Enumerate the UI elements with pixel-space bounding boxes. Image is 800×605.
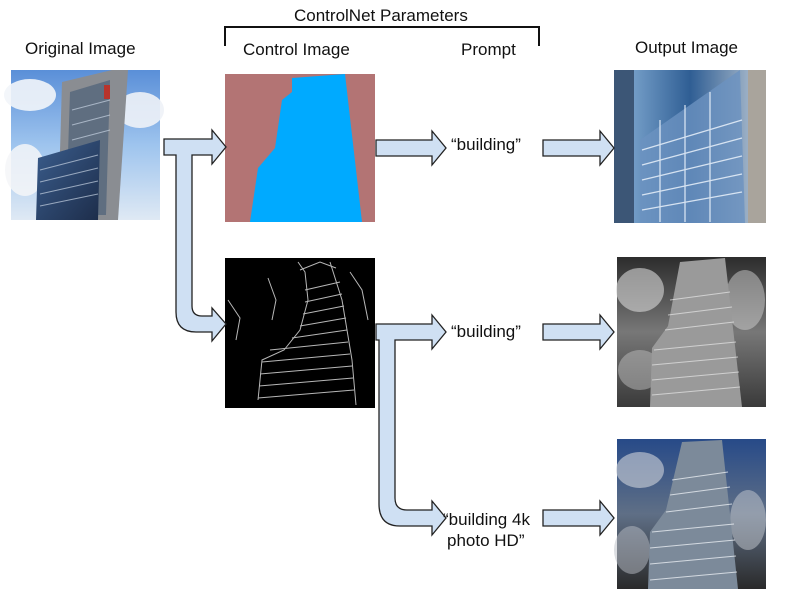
prompt-text-3-line1: “building 4k (443, 510, 530, 529)
arrow-original-to-control-images (163, 128, 227, 343)
segmentation-control-image (225, 74, 375, 222)
edge-map-control-image (225, 258, 375, 408)
arrow-prompt1-to-output1 (542, 129, 615, 167)
header-original-image: Original Image (25, 39, 136, 58)
output-image-3 (614, 439, 766, 589)
header-control-image: Control Image (243, 40, 350, 59)
arrow-control2-to-prompts (375, 313, 447, 537)
header-prompt: Prompt (461, 40, 516, 59)
arrow-prompt3-to-output3 (542, 499, 615, 537)
header-controlnet-parameters: ControlNet Parameters (294, 6, 468, 25)
header-output-image: Output Image (635, 38, 739, 57)
original-image (4, 70, 164, 220)
output-image-2 (616, 257, 766, 407)
prompt-text-1: “building” (451, 135, 521, 154)
arrow-prompt2-to-output2 (542, 313, 615, 351)
output-image-1 (614, 70, 766, 223)
arrow-control1-to-prompt1 (375, 129, 447, 167)
prompt-text-2: “building” (451, 322, 521, 341)
prompt-text-3-line2: photo HD” (447, 531, 525, 550)
controlnet-bracket (224, 26, 540, 46)
